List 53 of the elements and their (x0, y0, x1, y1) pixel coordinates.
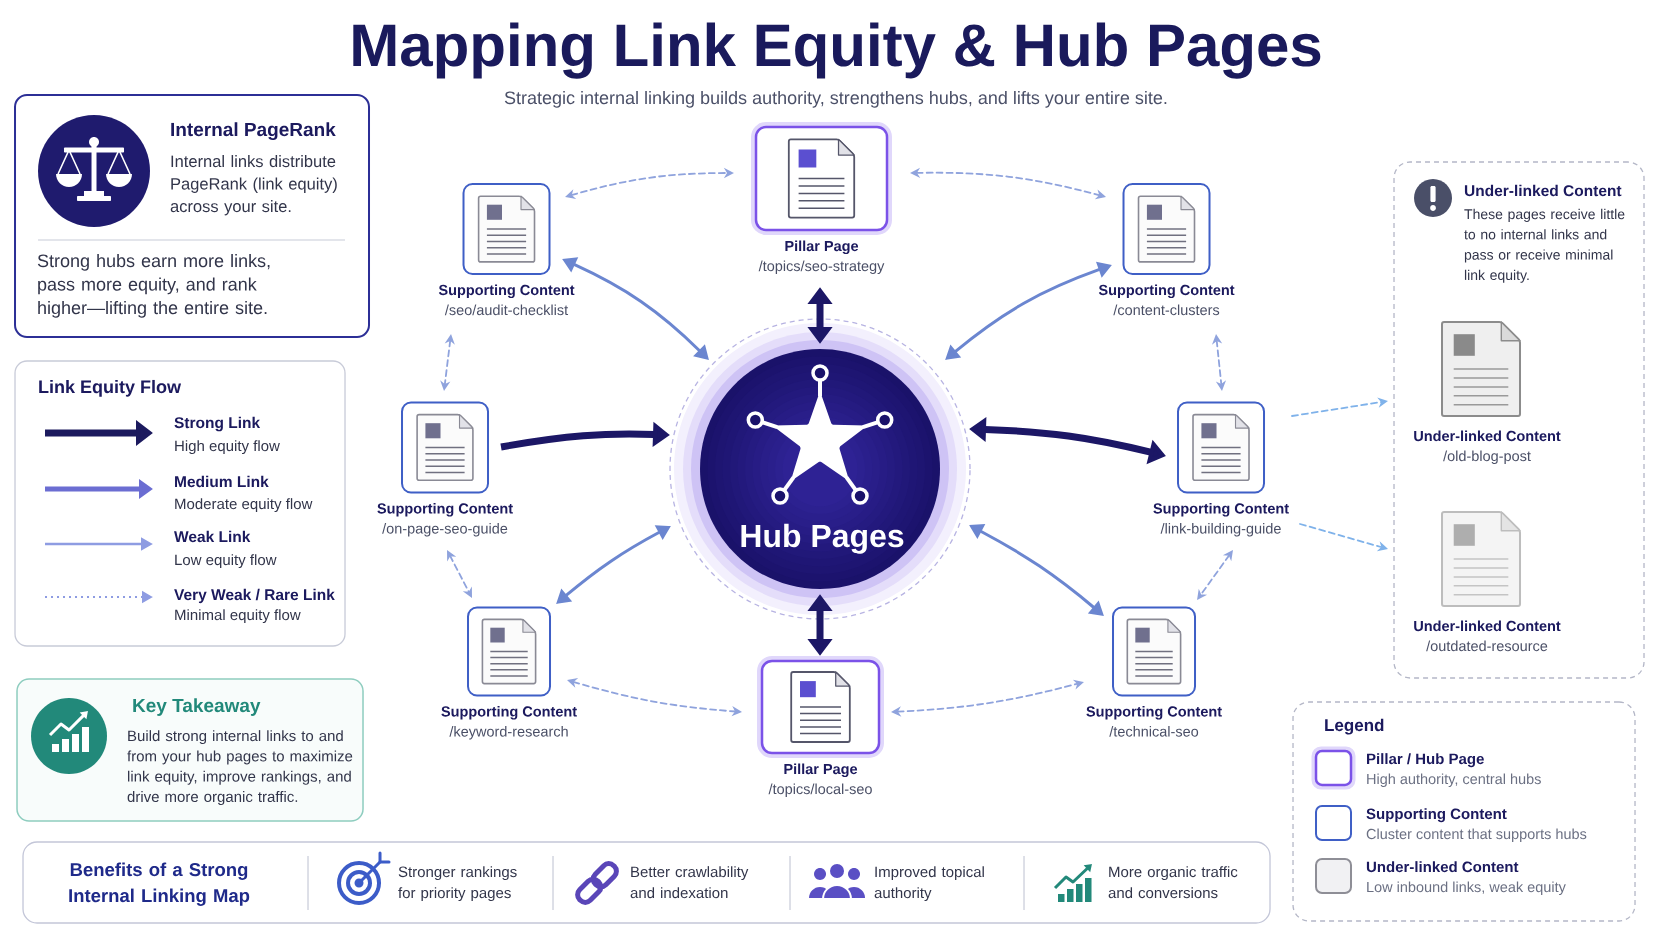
card-title: Supporting Content (438, 284, 575, 299)
legend-description: High authority, central hubs (1367, 773, 1541, 787)
card-title: Under-linked Content (1414, 430, 1561, 442)
url-path: /content-clusters (1113, 304, 1220, 316)
legend-label: Strong Link (174, 416, 261, 432)
panel-heading: Key Takeaway (133, 698, 261, 716)
url-path: /on-page-seo-guide (382, 523, 508, 537)
card-title: Pillar Page (785, 240, 859, 255)
legend-label: Weak Link (174, 530, 251, 543)
panel-heading: Link Equity Flow (39, 379, 182, 397)
panel-heading: Internal PageRank (171, 122, 336, 141)
hub-title: Hub Pages (741, 523, 904, 554)
url-path: /technical-seo (1109, 726, 1199, 737)
panel-text: Strong hubs earn more links, pass more equity, and rank higher—lifting the entire site. (37, 253, 270, 318)
panel-text: Build strong internal links to and from your hub pages to maximize link equity, improve rankings, and drive more organic traffic. (127, 730, 353, 805)
card-title: Supporting Content (377, 503, 513, 517)
panel-text: These pages receive little to no internal links and pass or receive minimal link equity. (1464, 208, 1625, 283)
legend-description: Cluster content that supports hubs (1366, 828, 1587, 842)
legend-description: Moderate equity flow (175, 498, 313, 513)
legend-label: Very Weak / Rare Link (174, 588, 335, 604)
dashed-double-arrow (447, 550, 472, 598)
legend-description: Low inbound links, weak equity (1367, 881, 1566, 895)
legend-label: Pillar / Hub Page (1367, 753, 1484, 768)
benefit-text: More organic traffic and conversions (1108, 866, 1238, 899)
benefit-text: Stronger rankings for priority pages (398, 866, 517, 902)
panel-text: Internal links distribute PageRank (link equity) across your site. (170, 155, 337, 216)
card-title: Pillar Page (784, 763, 858, 778)
url-path: /topics/seo-strategy (758, 260, 885, 274)
url-path: /outdated-resource (1426, 640, 1548, 652)
url-path: /topics/local-seo (768, 783, 872, 797)
legend-label: Medium Link (175, 475, 269, 488)
card-title: Supporting Content (441, 706, 577, 720)
legend-description: Minimal equity flow (175, 609, 301, 624)
url-path: /seo/audit-checklist (444, 304, 569, 316)
dashed-double-arrow (1197, 550, 1233, 600)
legend-label: Supporting Content (1366, 808, 1507, 823)
benefit-text: Improved topical authority (874, 866, 984, 902)
panel-heading: Legend (1325, 718, 1384, 735)
title: Mapping Link Equity & Hub Pages (353, 22, 1321, 79)
url-path: /keyword-research (449, 726, 568, 740)
bar-heading: Benefits of a Strong Internal Linking Map (69, 862, 250, 906)
card-title: Supporting Content (1086, 706, 1222, 720)
legend-description: Low equity flow (175, 554, 277, 569)
legend-description: High equity flow (175, 440, 280, 455)
url-path: /link-building-guide (1160, 523, 1281, 537)
legend-label: Under-linked Content (1366, 861, 1519, 873)
card-title: Under-linked Content (1414, 620, 1561, 632)
url-path: /old-blog-post (1443, 450, 1531, 464)
subtitle: Strategic internal linking builds authority, strengthens hubs, and lifts your entire site. (504, 90, 1167, 108)
card-title: Supporting Content (1153, 503, 1289, 517)
benefit-text: Better crawlability and indexation (630, 866, 749, 899)
panel-heading: Under-linked Content (1464, 184, 1622, 197)
card-title: Supporting Content (1098, 284, 1235, 299)
